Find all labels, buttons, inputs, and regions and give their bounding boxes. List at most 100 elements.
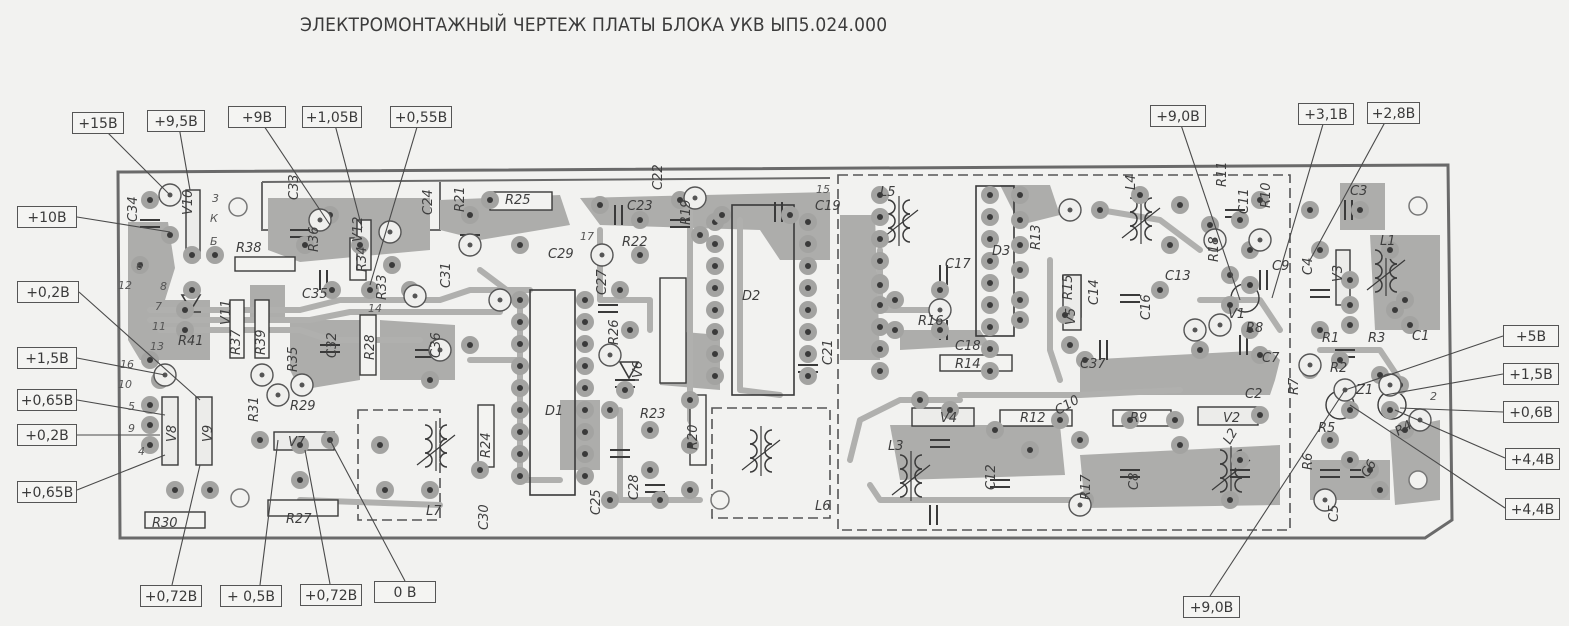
test-point-hole (299, 382, 305, 388)
coil-tuning-arrow (891, 464, 931, 496)
pad-hole (787, 212, 793, 218)
pad-hole (805, 219, 811, 225)
component-label: 11 (152, 320, 166, 333)
component-label: R7 (1287, 377, 1302, 395)
component-label: L2 (1220, 426, 1241, 447)
leader-line (1394, 409, 1506, 459)
pad-hole (1127, 417, 1133, 423)
pad-hole (517, 242, 523, 248)
pad-hole (637, 217, 643, 223)
mounting-hole (1408, 196, 1428, 216)
pad-hole (1337, 357, 1343, 363)
pad-hole (1327, 437, 1333, 443)
pad-hole (712, 241, 718, 247)
pad-hole (377, 442, 383, 448)
voltage-callout: +2,8В (1367, 102, 1420, 124)
pad-hole (1402, 427, 1408, 433)
pad-hole (1057, 417, 1063, 423)
pad-hole (712, 351, 718, 357)
component-label: R34 (355, 246, 370, 272)
leader-line (171, 464, 201, 586)
pad-hole (427, 377, 433, 383)
test-point-hole (497, 297, 503, 303)
coil-turn (1129, 225, 1138, 241)
component-label: R1 (1322, 331, 1339, 346)
component-label: C3 (1350, 184, 1367, 199)
pad-hole (1247, 327, 1253, 333)
pad-hole (382, 487, 388, 493)
component-label: 13 (150, 340, 164, 353)
inductor-coil (879, 196, 919, 246)
component-label: 2 (1430, 390, 1437, 403)
pad-hole (1347, 277, 1353, 283)
inductor-coil (416, 421, 456, 471)
component-label: 10 (118, 378, 132, 391)
component-label: V11 (219, 300, 234, 325)
pad-hole (877, 302, 883, 308)
pad-hole (677, 197, 683, 203)
component-label: C17 (945, 257, 971, 272)
pad-hole (517, 429, 523, 435)
component-label: V6 (631, 361, 646, 378)
leader-lines (76, 112, 1506, 597)
component-label: Z1 (1355, 383, 1373, 398)
leader-line (304, 449, 331, 585)
pad-hole (1017, 217, 1023, 223)
component-label: R21 (453, 186, 468, 212)
pad-hole (892, 297, 898, 303)
pad-hole (987, 258, 993, 264)
pad-hole (805, 263, 811, 269)
pad-hole (877, 324, 883, 330)
coil-turn (887, 199, 896, 215)
pad-hole (582, 319, 588, 325)
leader-line (76, 454, 166, 491)
pad-hole (582, 385, 588, 391)
copper-pour (1390, 420, 1440, 505)
coil-turn (424, 438, 433, 454)
component-label: L7 (426, 504, 442, 519)
pad-hole (172, 487, 178, 493)
component-label: К (210, 212, 219, 225)
voltage-callout: +5В (1503, 325, 1559, 347)
voltage-callout: +0,65В (17, 389, 77, 411)
leader-line (257, 116, 331, 226)
component-label: C29 (548, 247, 574, 262)
trace (617, 407, 703, 503)
test-point-hole (259, 372, 265, 378)
component-label: 4 (138, 445, 145, 458)
component-label: C7 (1262, 351, 1280, 366)
coil-turn (424, 424, 433, 440)
inductor-coil (891, 451, 931, 501)
pad-hole (517, 341, 523, 347)
pad-hole (697, 232, 703, 238)
coil-turn (887, 213, 896, 229)
component-label: V2 (1223, 411, 1240, 426)
pad-hole (1347, 302, 1353, 308)
pad-hole (1347, 457, 1353, 463)
component-label: C13 (1165, 269, 1191, 284)
coil-turn (902, 199, 911, 215)
leader-line (177, 120, 191, 191)
component-label: V3 (1331, 265, 1346, 282)
trace (1197, 297, 1283, 333)
pad-hole (1027, 447, 1033, 453)
component-label: R38 (236, 241, 262, 256)
component-label: R15 (1061, 274, 1076, 300)
component-label: C24 (421, 189, 436, 215)
pad-hole (147, 197, 153, 203)
shield-outline (357, 174, 1291, 531)
component-label: R24 (479, 432, 494, 458)
transistor-package (195, 396, 213, 466)
pad-hole (297, 477, 303, 483)
coil-turn (749, 443, 758, 459)
pad-hole (937, 327, 943, 333)
component-label: C19 (815, 199, 841, 214)
coil-turn (887, 227, 896, 243)
pad-hole (1307, 207, 1313, 213)
leader-line (259, 439, 279, 586)
coil-turn (439, 424, 448, 440)
coil-turn (749, 429, 758, 445)
component-label: C28 (627, 474, 642, 500)
pad-hole (877, 214, 883, 220)
pad-hole (647, 467, 653, 473)
